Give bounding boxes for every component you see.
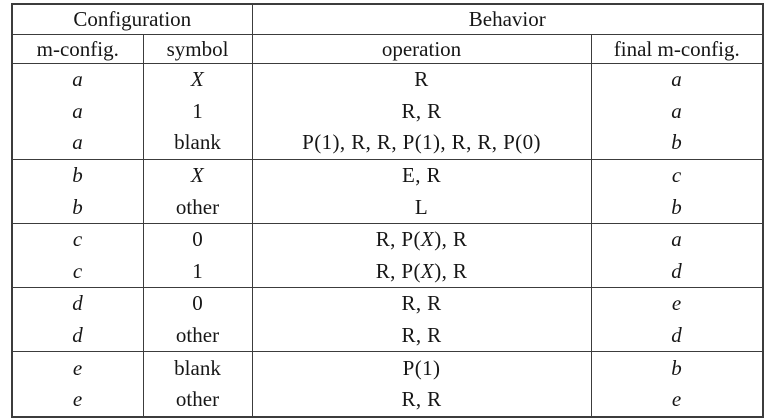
operation-cell: P(1), R, R, P(1), R, R, P(0) xyxy=(251,127,592,160)
final-m-config-cell: d xyxy=(590,319,764,352)
m-config-cell: a xyxy=(72,130,84,155)
header-operation: operation xyxy=(251,34,592,64)
final-m-config-cell: b xyxy=(590,127,764,160)
symbol-cell: X xyxy=(142,158,253,192)
symbol-cell: other xyxy=(142,319,253,352)
final-m-config-cell: a xyxy=(590,63,764,96)
operation-cell: P(1) xyxy=(251,351,592,384)
operation-cell: R, P(X), R xyxy=(251,222,592,256)
header-columns-row: m-config. symbol operation final m-confi… xyxy=(12,34,764,64)
final-m-config-cell: c xyxy=(590,158,764,192)
symbol-cell: blank xyxy=(142,351,253,384)
operation-cell: R, R xyxy=(251,95,592,128)
m-config-cell: c xyxy=(72,258,83,283)
symbol-cell: 1 xyxy=(142,255,253,288)
m-config-cell: a xyxy=(72,98,84,123)
header-behavior: Behavior xyxy=(251,4,764,35)
m-config-cell: c xyxy=(12,222,143,256)
symbol-cell: X xyxy=(142,63,253,96)
final-m-config-cell: e xyxy=(590,383,764,417)
operation-cell: R, R xyxy=(251,383,592,417)
m-config-cell: b xyxy=(12,158,143,192)
symbol-cell: 0 xyxy=(142,222,253,256)
m-config-cell: a xyxy=(72,67,84,92)
header-group-row: Configuration Behavior xyxy=(12,4,764,35)
header-final-m-config: final m-config. xyxy=(590,34,764,64)
final-m-config-cell: a xyxy=(590,222,764,256)
symbol-cell: other xyxy=(142,383,253,417)
operation-cell: L xyxy=(251,191,592,224)
symbol-cell: other xyxy=(142,191,253,224)
operation-cell: R xyxy=(251,63,592,96)
table-header: Configuration Behavior m-config. symbol … xyxy=(12,4,764,64)
final-m-config-cell: d xyxy=(590,255,764,288)
symbol-cell: 0 xyxy=(142,287,253,320)
operation-cell: R, R xyxy=(251,287,592,320)
operation-cell: E, R xyxy=(251,158,592,192)
turing-machine-table: Configuration Behavior m-config. symbol … xyxy=(11,3,765,418)
final-m-config-cell: b xyxy=(590,351,764,384)
m-config-cell: b xyxy=(72,194,84,219)
final-m-config-cell: a xyxy=(590,95,764,128)
m-config-cell: e xyxy=(12,351,143,384)
symbol-cell: 1 xyxy=(142,95,253,128)
symbol-cell: blank xyxy=(142,127,253,160)
operation-cell: R, P(X), R xyxy=(251,255,592,288)
operation-cell: R, R xyxy=(251,319,592,352)
header-configuration: Configuration xyxy=(12,4,253,35)
m-config-cell: e xyxy=(72,387,83,412)
m-config-cell: d xyxy=(72,323,84,348)
header-symbol: symbol xyxy=(142,34,253,64)
final-m-config-cell: b xyxy=(590,191,764,224)
final-m-config-cell: e xyxy=(590,287,764,320)
header-m-config: m-config. xyxy=(12,34,143,64)
m-config-cell: d xyxy=(12,287,143,320)
